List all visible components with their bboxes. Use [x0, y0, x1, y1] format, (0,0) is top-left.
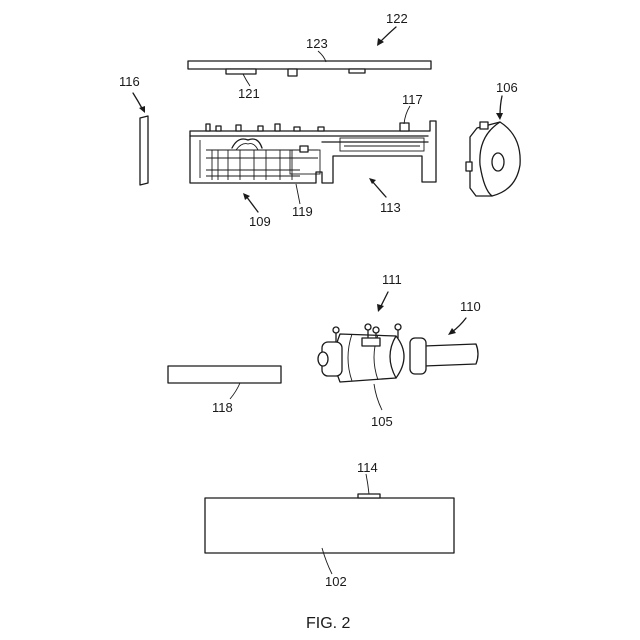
- figure-caption: FIG. 2: [306, 615, 351, 632]
- label-111: 111: [382, 272, 402, 287]
- top-plate-123: [188, 61, 431, 76]
- label-110: 110: [460, 299, 481, 314]
- label-109: 109: [249, 214, 271, 229]
- label-106: 106: [496, 80, 518, 95]
- label-123: 123: [306, 36, 328, 51]
- label-113: 113: [380, 200, 401, 215]
- label-105: 105: [371, 414, 393, 429]
- base-102: [205, 494, 454, 553]
- leader-lines: [133, 27, 503, 574]
- label-117: 117: [402, 92, 423, 107]
- label-116: 116: [119, 74, 140, 89]
- end-cap-106: [466, 122, 520, 196]
- label-119: 119: [292, 204, 313, 219]
- label-118: 118: [212, 400, 233, 415]
- label-102: 102: [325, 574, 347, 589]
- housing-frame-113: [190, 121, 436, 183]
- label-114: 114: [357, 460, 378, 475]
- side-panel-116: [140, 116, 148, 185]
- battery-118: [168, 366, 281, 383]
- label-122: 122: [386, 11, 408, 26]
- label-121: 121: [238, 86, 260, 101]
